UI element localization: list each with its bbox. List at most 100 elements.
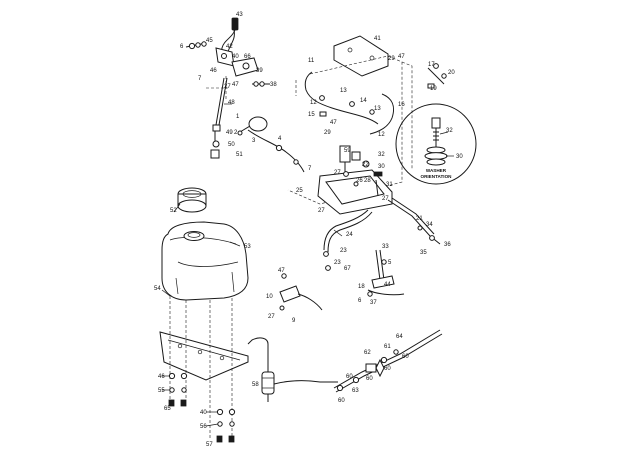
callout-34: 34: [426, 222, 433, 228]
callout-51: 51: [236, 152, 243, 158]
callout-28: 28: [364, 178, 371, 184]
leader-lines: [161, 103, 454, 427]
callout-7: 7: [198, 76, 202, 82]
callout-15: 15: [308, 112, 315, 118]
callout-67: 67: [344, 266, 351, 272]
callout-21: 21: [416, 216, 423, 222]
callout-27e: 27: [268, 314, 275, 320]
callout-12b: 12: [378, 132, 385, 138]
callout-58: 58: [252, 382, 259, 388]
callout-66: 66: [244, 54, 251, 60]
callout-64: 64: [396, 334, 403, 340]
callout-4: 4: [278, 136, 282, 142]
callout-47c: 47: [330, 120, 337, 126]
callout-30b: 30: [456, 154, 463, 160]
callout-60a: 60: [402, 354, 409, 360]
fuel-tank: [161, 221, 249, 301]
callout-32: 32: [378, 152, 385, 158]
washer-note-line1: WASHER: [426, 168, 447, 173]
callout-40b: 40: [200, 410, 207, 416]
mounting-frame: [287, 35, 441, 271]
fuel-filter: [247, 337, 338, 402]
callout-60d: 60: [346, 374, 353, 380]
callout-27b: 27: [334, 170, 341, 176]
tank-bracket: [159, 296, 249, 440]
washer-note-line2: ORIENTATION: [421, 174, 453, 179]
callout-31: 31: [386, 182, 393, 188]
callout-5: 5: [388, 260, 392, 266]
callout-45: 45: [206, 38, 213, 44]
callout-37: 37: [370, 300, 377, 306]
throttle-lever: [237, 116, 268, 136]
callout-25: 25: [296, 188, 303, 194]
callout-6: 6: [180, 44, 184, 50]
callout-22: 22: [362, 162, 369, 168]
callout-53: 53: [244, 244, 251, 250]
tank-fasteners-bottom: [216, 408, 236, 443]
fuel-cap: [177, 187, 207, 213]
callout-38: 38: [270, 82, 277, 88]
callout-26: 26: [356, 178, 363, 184]
callout-55: 55: [158, 388, 165, 394]
callout-30: 30: [378, 164, 385, 170]
callout-65: 65: [164, 406, 171, 412]
callout-36: 36: [444, 242, 451, 248]
callout-14: 14: [360, 98, 367, 104]
callout-18: 18: [358, 284, 365, 290]
callout-47b: 47: [398, 54, 405, 60]
washer-orientation-detail: WASHER ORIENTATION: [395, 103, 477, 185]
fuel-line-connector: [279, 273, 323, 311]
callout-60c: 60: [366, 376, 373, 382]
callout-17: 17: [428, 62, 435, 68]
callout-29: 29: [388, 56, 395, 62]
callout-11: 11: [308, 58, 315, 64]
callout-42: 42: [226, 44, 233, 50]
callout-20: 20: [448, 70, 455, 76]
callout-35: 35: [420, 250, 427, 256]
callout-44: 44: [384, 282, 391, 288]
tank-fasteners-left: [168, 372, 188, 407]
callout-23b: 23: [334, 260, 341, 266]
shutoff-lever: [367, 249, 405, 297]
callout-13: 13: [340, 88, 347, 94]
callout-6b: 6: [358, 298, 362, 304]
callout-60b: 60: [384, 366, 391, 372]
callout-61: 61: [384, 344, 391, 350]
pin-assembly: [427, 63, 447, 89]
callout-1: 1: [236, 114, 240, 120]
throttle-control-assembly: [185, 17, 270, 159]
callout-57: 57: [206, 442, 213, 448]
callout-48: 48: [228, 100, 235, 106]
callout-47: 47: [232, 82, 239, 88]
callout-27: 27: [224, 84, 231, 90]
callout-23a: 23: [340, 248, 347, 254]
callout-32b: 32: [446, 128, 453, 134]
callout-12a: 12: [310, 100, 317, 106]
callout-41: 41: [374, 36, 381, 42]
callout-27c: 27: [318, 208, 325, 214]
callout-63: 63: [352, 388, 359, 394]
callout-40: 40: [232, 54, 239, 60]
callout-43: 43: [236, 12, 243, 18]
callout-3: 3: [252, 138, 256, 144]
callout-60e: 60: [338, 398, 345, 404]
callout-46: 46: [210, 68, 217, 74]
callout-24: 24: [346, 232, 353, 238]
callout-10: 10: [266, 294, 273, 300]
callout-7b: 7: [308, 166, 312, 172]
callout-29b: 29: [324, 130, 331, 136]
callout-19: 19: [430, 86, 437, 92]
callout-46b: 46: [158, 374, 165, 380]
fuel-line-assembly: [333, 329, 443, 393]
callout-62: 62: [364, 350, 371, 356]
callout-39: 39: [256, 68, 263, 74]
callout-labels: 43 6 45 42 40 66 46 39 7 47 27 38 48 1 2…: [154, 12, 463, 448]
callout-9: 9: [292, 318, 296, 324]
callout-16: 16: [398, 102, 405, 108]
callout-13b: 13: [374, 106, 381, 112]
callout-49: 49: [226, 130, 233, 136]
callout-56: 56: [200, 424, 207, 430]
throttle-cable: [247, 129, 305, 173]
callout-54: 54: [154, 286, 161, 292]
